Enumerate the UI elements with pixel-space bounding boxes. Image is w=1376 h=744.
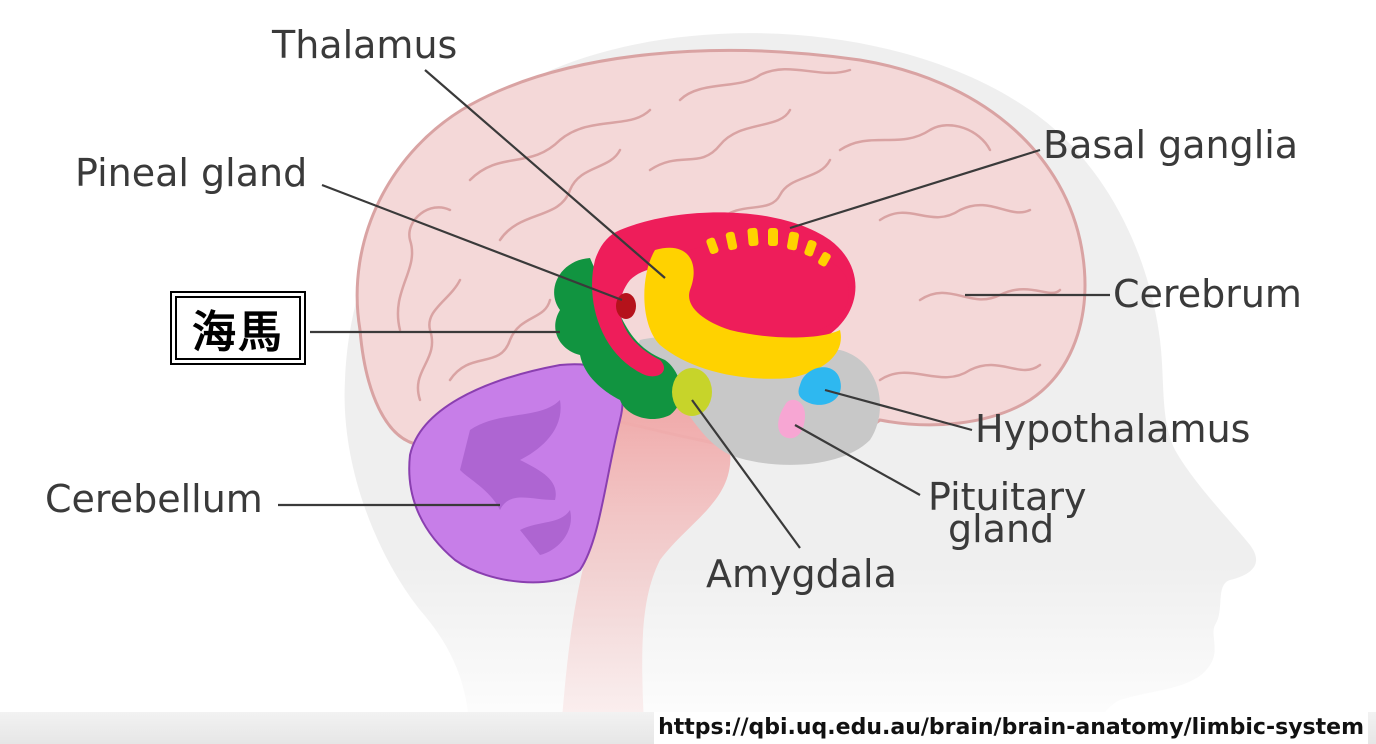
label-pituitary-line1: Pituitary	[928, 475, 1086, 519]
leader-pituitary	[794, 424, 921, 496]
pineal-gland	[616, 293, 636, 319]
leader-basal-ganglia	[789, 148, 1041, 230]
label-cerebellum: Cerebellum	[45, 477, 263, 521]
label-hippocampus-japanese: 海馬	[170, 291, 306, 365]
leader-hypothalamus	[824, 388, 973, 432]
label-pituitary-line2: gland	[948, 507, 1054, 551]
basal-ganglia-striations	[706, 227, 831, 267]
thalamus	[644, 247, 841, 379]
leader-pineal	[321, 183, 623, 302]
leader-amygdala	[691, 399, 801, 549]
cerebellum-arbor	[460, 400, 571, 555]
label-thalamus: Thalamus	[271, 23, 457, 67]
hypothalamus	[798, 367, 841, 405]
label-pineal-gland: Pineal gland	[75, 151, 307, 195]
label-cerebrum: Cerebrum	[1113, 272, 1302, 316]
pituitary-gland	[778, 399, 805, 439]
amygdala	[672, 368, 712, 416]
source-url-caption: https://qbi.uq.edu.au/brain/brain-anatom…	[654, 712, 1368, 744]
leader-lines	[278, 69, 1110, 549]
label-amygdala: Amygdala	[706, 552, 897, 596]
label-basal-ganglia: Basal ganglia	[1043, 123, 1298, 167]
label-hypothalamus: Hypothalamus	[975, 407, 1250, 451]
leader-thalamus	[424, 69, 666, 279]
